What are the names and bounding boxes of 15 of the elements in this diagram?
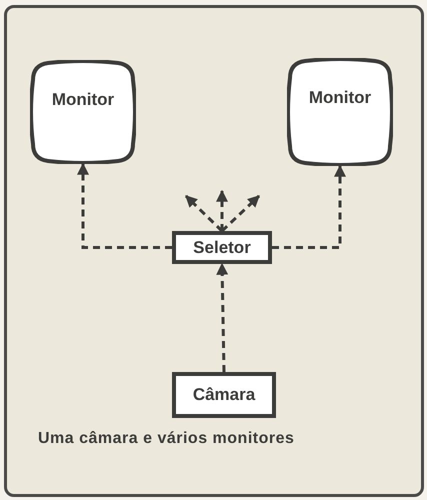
monitor-screen [30, 60, 136, 164]
node-label: Câmara [192, 385, 256, 405]
node-label: Monitor [52, 90, 114, 110]
process-box [172, 372, 276, 418]
arrow [216, 190, 228, 231]
process-box [172, 231, 272, 264]
caption: Uma câmara e vários monitores [38, 430, 294, 448]
arrow [220, 194, 260, 232]
monitor-screen [287, 58, 393, 166]
arrow [216, 262, 228, 372]
node-label: Monitor [308, 88, 372, 108]
arrow [77, 162, 172, 249]
arrow [272, 164, 346, 249]
node-label: Seletor [193, 238, 251, 258]
arrow [184, 194, 224, 232]
